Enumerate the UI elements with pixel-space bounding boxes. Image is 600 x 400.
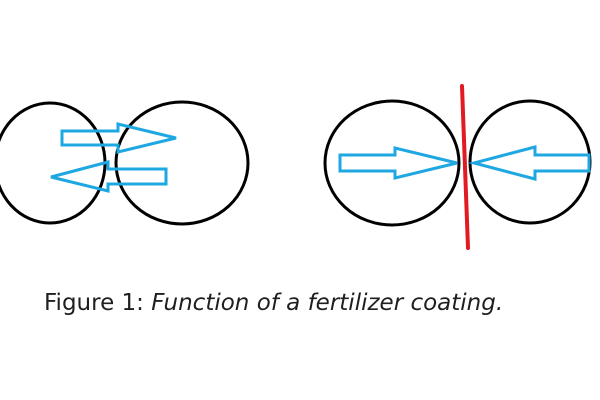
arrow-left-icon	[468, 145, 591, 181]
arrow-right-icon	[60, 122, 177, 154]
particle-right-1	[323, 99, 461, 227]
arrow-left-icon	[50, 160, 168, 193]
particle-left-1	[0, 101, 107, 225]
arrow-right-icon	[338, 146, 458, 180]
panel-uncoated	[0, 100, 250, 226]
panel-coated	[323, 84, 592, 250]
coating-barrier-line	[460, 84, 470, 250]
particle-right-2	[468, 99, 592, 225]
caption-label: Figure 1:	[44, 290, 152, 316]
particle-left-2	[114, 100, 250, 226]
figure-caption: Figure 1: Function of a fertilizer coati…	[44, 290, 503, 316]
caption-text: Function of a fertilizer coating.	[151, 290, 504, 316]
